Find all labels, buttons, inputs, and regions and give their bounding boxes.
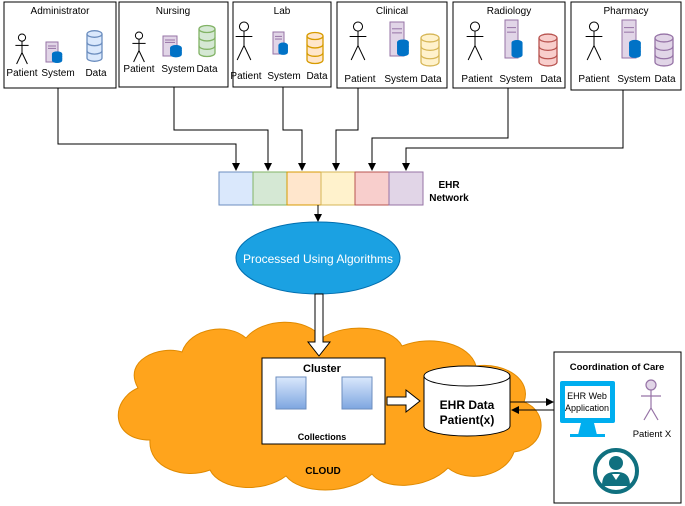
data-label: Data [306, 71, 328, 82]
department-title: Pharmacy [603, 6, 648, 17]
data-label: Data [420, 74, 442, 85]
system-label: System [161, 64, 194, 75]
department-title: Administrator [31, 6, 91, 17]
app-label-line1: EHR Web [567, 391, 607, 401]
patient-actor-icon [466, 21, 484, 61]
network-label-line2: Network [429, 193, 469, 204]
department-title: Clinical [376, 6, 408, 17]
collection-box-1 [275, 376, 307, 410]
ehr-data-line1: EHR Data [440, 398, 495, 412]
connector-pharmacy [402, 90, 624, 171]
data-store-icon [654, 33, 674, 67]
patient-label: Patient [230, 71, 261, 82]
network-segment [286, 171, 322, 206]
connector-lines [57, 87, 624, 171]
ehr-data-cylinder [423, 365, 511, 437]
processing-to-cluster-arrow [306, 293, 332, 357]
network-segment [320, 171, 356, 206]
system-server-icon [504, 19, 523, 59]
patient-x-icon [641, 379, 661, 421]
network-segment [218, 171, 254, 206]
data-store-icon [306, 31, 324, 65]
system-server-icon [389, 21, 409, 57]
data-store-icon [538, 33, 558, 67]
system-label: System [41, 68, 74, 79]
system-db-icon [170, 45, 182, 58]
patient-label: Patient [123, 64, 154, 75]
patient-label: Patient [344, 74, 375, 85]
network-segment [388, 171, 424, 206]
patient-actor-icon [585, 21, 603, 61]
connector-administrator [57, 88, 240, 171]
app-label-line2: Application [565, 403, 609, 413]
connector-radiology [368, 88, 509, 171]
connector-clinical [332, 88, 359, 171]
connector-nursing [173, 87, 272, 171]
data-store-icon [198, 24, 216, 58]
system-db-icon [629, 39, 641, 58]
system-db-icon [397, 39, 409, 57]
ehr-network [218, 171, 424, 206]
data-store-icon [420, 33, 440, 67]
data-label: Data [540, 74, 562, 85]
cluster-to-ehr-arrow [386, 388, 421, 414]
system-label: System [384, 74, 417, 85]
connector-lab [282, 87, 306, 171]
cluster-title: Cluster [303, 363, 342, 375]
data-label: Data [196, 64, 218, 75]
system-db-icon [278, 42, 288, 55]
data-label: Data [654, 74, 676, 85]
system-db-icon [51, 51, 63, 64]
system-server-icon [45, 41, 63, 64]
cloud-label: CLOUD [305, 466, 341, 477]
data-label: Data [85, 68, 107, 79]
network-segment [354, 171, 390, 206]
system-server-icon [272, 31, 288, 55]
network-segment [252, 171, 288, 206]
doctor-icon [593, 448, 639, 494]
patient-actor-icon [132, 31, 146, 63]
network-label-line1: EHR [438, 180, 460, 191]
department-title: Nursing [156, 6, 190, 17]
collection-box-2 [341, 376, 373, 410]
department-title: Lab [274, 6, 291, 17]
system-label: System [617, 74, 650, 85]
system-label: System [499, 74, 532, 85]
processing-label: Processed Using Algorithms [243, 252, 393, 266]
data-store-icon [86, 30, 103, 62]
system-server-icon [162, 35, 182, 58]
monitor-icon [560, 381, 615, 437]
system-db-icon [511, 40, 523, 58]
system-server-icon [621, 19, 641, 59]
department-title: Radiology [487, 6, 531, 17]
ehr-data-line2: Patient(x) [440, 413, 495, 427]
care-title: Coordination of Care [570, 362, 664, 373]
patient-x-label: Patient X [633, 429, 672, 440]
patient-actor-icon [349, 21, 367, 61]
patient-label: Patient [6, 68, 37, 79]
patient-actor-icon [235, 21, 253, 61]
patient-label: Patient [578, 74, 609, 85]
system-label: System [267, 71, 300, 82]
patient-actor-icon [15, 33, 29, 65]
patient-label: Patient [461, 74, 492, 85]
collections-label: Collections [298, 432, 347, 442]
